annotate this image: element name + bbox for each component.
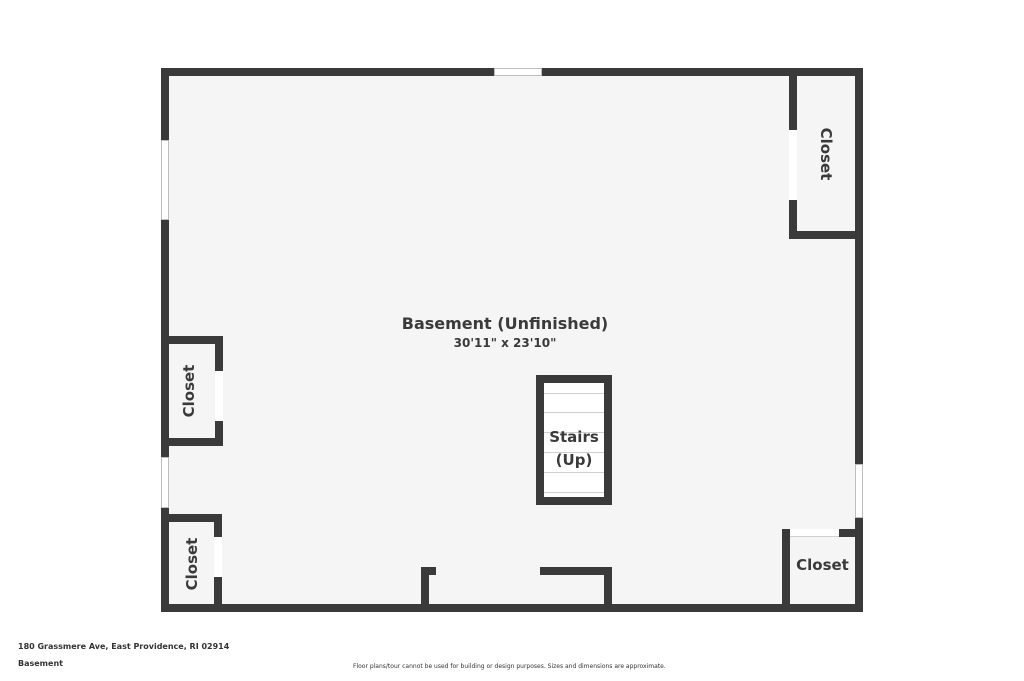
stairs-label-line2: (Up) <box>555 451 593 469</box>
floor-area <box>162 69 862 611</box>
stair-tread <box>544 393 604 394</box>
closet-bl-floor <box>169 522 214 604</box>
floor-name: Basement <box>18 659 63 668</box>
partition-l-horizontal <box>540 567 612 575</box>
partition-stub-left-cap <box>421 567 436 575</box>
stair-tread <box>544 412 604 413</box>
closet-bl-label: Closet <box>183 537 201 591</box>
window-top <box>494 68 542 76</box>
closet-lm-floor <box>169 344 215 438</box>
closet-lm-label: Closet <box>180 364 198 418</box>
partition-l-vertical <box>604 567 612 612</box>
disclaimer: Floor plans/tour cannot be used for buil… <box>353 663 666 670</box>
closet-br-floor <box>790 537 855 604</box>
stairs-label-line1: Stairs <box>549 428 599 446</box>
room-name: Basement (Unfinished) <box>401 314 609 333</box>
closet-bl-wall-top <box>161 514 222 522</box>
stairs-floor <box>544 383 604 497</box>
stair-tread <box>544 452 604 453</box>
wall-bottom <box>161 604 863 612</box>
closet-bl-door <box>214 537 222 577</box>
closet-br-label: Closet <box>796 556 849 574</box>
window-left-upper <box>161 140 169 220</box>
partition-stub-left <box>421 567 429 612</box>
closet-br-door <box>790 529 839 537</box>
closet-tr-door <box>789 130 797 200</box>
closet-tr-label: Closet <box>817 127 835 181</box>
closet-br-wall-top-stub <box>839 529 863 537</box>
room-dimensions: 30'11" x 23'10" <box>453 336 557 350</box>
stair-tread <box>544 492 604 493</box>
window-left-lower <box>161 457 169 508</box>
closet-lm-door <box>215 371 223 421</box>
stair-tread <box>544 472 604 473</box>
window-right-lower <box>855 464 863 518</box>
closet-tr-wall-bottom <box>789 231 863 239</box>
address: 180 Grassmere Ave, East Providence, RI 0… <box>18 642 230 651</box>
closet-lm-wall-bottom <box>161 438 223 446</box>
wall-right <box>855 68 863 612</box>
closet-br-wall-left <box>782 529 790 612</box>
stair-tread <box>544 432 604 433</box>
closet-tr-floor <box>797 76 855 231</box>
closet-lm-wall-top <box>161 336 223 344</box>
